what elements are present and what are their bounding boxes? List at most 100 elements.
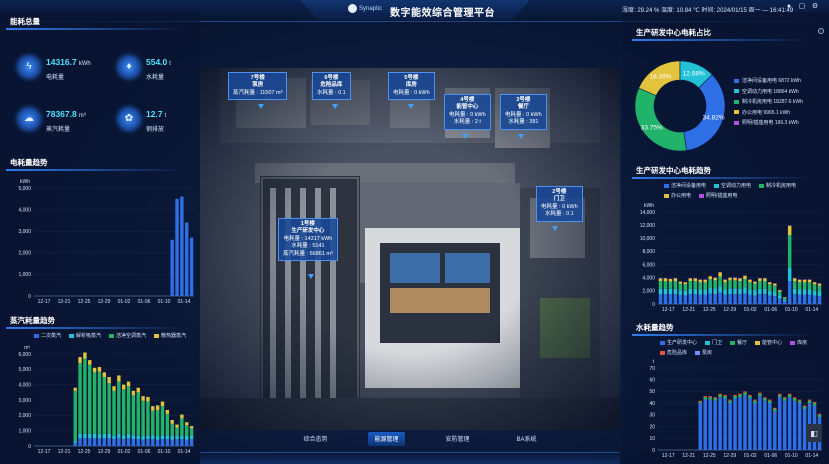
- building-3-label[interactable]: 3号楼 餐厅 电耗量 : 0 kWh 水耗量 : 381: [500, 94, 547, 130]
- pie-legend-item[interactable]: 制冷机房用电 18287.6 kWh: [734, 98, 824, 105]
- nav-tab-1[interactable]: 能源管理: [368, 432, 405, 446]
- fullscreen-icon[interactable]: ▢: [798, 3, 806, 10]
- legend-swatch: [699, 193, 705, 198]
- y-tick-label: 0: [652, 448, 655, 454]
- pie-title: 生产研发中心电耗占比: [632, 27, 812, 41]
- bar-segment: [758, 392, 762, 394]
- info-icon[interactable]: i: [818, 28, 824, 34]
- legend-item[interactable]: 门卫: [705, 339, 722, 346]
- bar-segment: [723, 396, 727, 399]
- campus-map[interactable]: 7号楼 泵房 蒸汽耗量 : 11507 m³ 6号楼 危险品库 水耗量 : 0.…: [200, 68, 620, 430]
- legend-item[interactable]: 制冷机房用电: [759, 182, 796, 189]
- building-2-label[interactable]: 2号楼 门卫 电耗量 : 0 kWh 水耗量 : 0.1: [536, 186, 583, 222]
- building-sub: 餐厅: [517, 104, 529, 111]
- building-metric: 电耗量 : 0 kWh: [541, 203, 578, 210]
- legend-item[interactable]: 能管中心: [755, 339, 782, 346]
- bar-segment: [713, 294, 717, 304]
- x-tick-label: 12-25: [703, 307, 716, 313]
- bar-segment: [763, 281, 767, 289]
- bar-segment: [723, 398, 727, 450]
- pie-legend-item[interactable]: 洁净间设备用电 6872 kWh: [734, 77, 824, 84]
- building-7-label[interactable]: 7号楼 泵房 蒸汽耗量 : 11507 m³: [228, 72, 288, 101]
- bar-segment: [122, 384, 126, 390]
- nav-tab-2[interactable]: 安防管理: [445, 437, 470, 443]
- elec-share-pie: 34.82%33.75%18.39%12.68%: [634, 60, 726, 152]
- legend-item[interactable]: 生产研发中心: [660, 339, 697, 346]
- legend-item[interactable]: 泵房: [695, 349, 712, 356]
- bar-segment: [748, 294, 752, 304]
- bar-segment: [713, 398, 717, 401]
- bar-segment: [688, 288, 693, 295]
- settings-icon[interactable]: ⚙: [811, 3, 819, 10]
- legend-item[interactable]: 二次蒸汽: [34, 332, 61, 339]
- bar-segment: [773, 411, 777, 450]
- legend-item[interactable]: 库房: [790, 339, 807, 346]
- legend-swatch: [154, 333, 160, 338]
- building-5-label[interactable]: 5号楼 库房 电耗量 : 0 kWh: [388, 72, 435, 101]
- bar-segment: [97, 371, 102, 435]
- bar-segment: [718, 397, 722, 450]
- bar-segment: [88, 433, 92, 439]
- kpi-label: 电耗量: [46, 75, 65, 81]
- bar-segment: [112, 390, 116, 436]
- legend-label: 门卫: [712, 340, 723, 346]
- legend-item[interactable]: 危险品库: [660, 349, 687, 356]
- bar-segment: [678, 294, 683, 304]
- x-tick-label: 12-29: [98, 449, 111, 455]
- y-unit-label: kWh: [20, 179, 30, 185]
- chat-icon[interactable]: ◧: [806, 424, 822, 442]
- legend-item[interactable]: 办公用电: [664, 192, 691, 199]
- y-tick-label: 12,000: [640, 223, 656, 229]
- legend-item[interactable]: 解析吸蒸汽: [69, 332, 101, 339]
- bar-segment: [778, 394, 782, 398]
- bar-segment: [797, 294, 802, 304]
- building-name: 5号楼: [404, 75, 419, 81]
- user-icon[interactable]: ●: [786, 3, 792, 10]
- bar-segment: [787, 394, 792, 398]
- legend-item[interactable]: 散热器蒸汽: [154, 332, 186, 339]
- bar-segment: [728, 403, 732, 450]
- legend-item[interactable]: 洁净间设备用电: [664, 182, 706, 189]
- logo-text: Synaptic: [359, 5, 383, 12]
- bar-segment: [773, 283, 777, 286]
- bar-segment: [713, 280, 717, 289]
- pie-legend-item[interactable]: 照明/插座用电 196.3 kWh: [734, 119, 824, 126]
- bar-segment: [683, 284, 688, 291]
- building-1-label[interactable]: 1号楼 生产研发中心 电耗量 : 14317 kWh 水耗量 : 5141 蒸汽…: [278, 218, 338, 262]
- x-tick-label: 01-10: [158, 449, 171, 455]
- bar-segment: [126, 381, 131, 387]
- pie-legend-item[interactable]: 空调动力用电 18864 kWh: [734, 88, 824, 95]
- env-status: 湿度: 29.24 % 温度: 10.84 ℃ 时间: 2024/01/15 周…: [622, 8, 794, 14]
- legend-item[interactable]: 餐厅: [730, 339, 747, 346]
- bar-segment: [718, 286, 722, 293]
- bar-segment: [175, 424, 179, 428]
- building-6-label[interactable]: 6号楼 危险品库 水耗量 : 0.1: [312, 72, 351, 101]
- building-metric: 电耗量 : 14317 kWh: [283, 235, 333, 242]
- building-6-pin: [332, 104, 338, 109]
- nav-tab-3[interactable]: BA系统: [516, 437, 537, 443]
- bar-segment: [743, 394, 747, 450]
- bar-segment: [753, 295, 757, 304]
- kpi-label: 水耗量: [146, 75, 165, 81]
- legend-item[interactable]: 洁净空调蒸汽: [109, 332, 146, 339]
- bar-segment: [180, 435, 184, 440]
- bar-segment: [126, 433, 131, 439]
- nav-tab-0[interactable]: 综合态势: [303, 437, 328, 443]
- bar-segment: [748, 394, 752, 397]
- x-tick-label: 12-21: [58, 449, 71, 455]
- pie-legend-item[interactable]: 办公用电 9965.1 kWh: [734, 109, 824, 116]
- legend-swatch: [660, 340, 665, 345]
- bar-segment: [136, 439, 140, 446]
- bar-segment: [807, 289, 812, 295]
- legend-swatch: [109, 333, 115, 338]
- legend-item[interactable]: 照明/插座用电: [699, 192, 737, 199]
- bar-segment: [165, 439, 170, 446]
- bar-segment: [131, 395, 136, 436]
- bar-segment: [738, 393, 742, 395]
- bar-segment: [768, 284, 772, 291]
- building-4-label[interactable]: 4号楼 能管中心 电耗量 : 0 kWh 水耗量 : 2 t: [444, 94, 491, 130]
- bar-segment: [748, 279, 752, 283]
- bar-segment: [175, 439, 179, 446]
- legend-item[interactable]: 空调动力用电: [714, 182, 751, 189]
- bar-segment: [136, 387, 140, 393]
